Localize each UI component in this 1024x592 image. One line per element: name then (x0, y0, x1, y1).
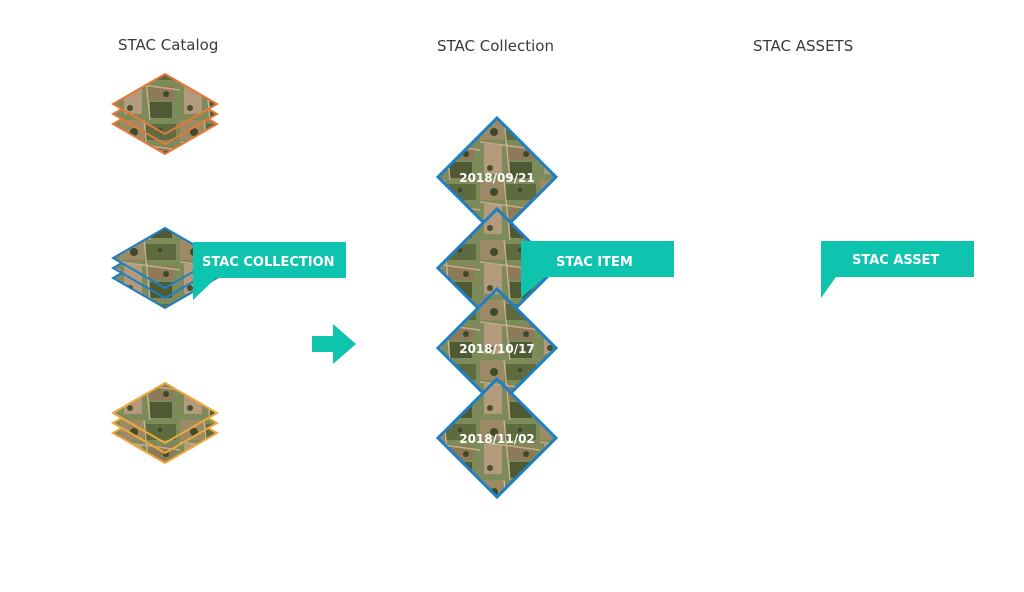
arrow-right-icon (312, 324, 356, 364)
stac-items-column: 2018/09/21 2018/10/17 2018/11/02 (435, 115, 559, 500)
stac-item-callout-label: STAC ITEM (556, 255, 633, 270)
catalog-column-title: STAC Catalog (118, 36, 218, 54)
catalog-collection-stack-amber (110, 381, 220, 465)
stac-collection-callout-label: STAC COLLECTION (202, 255, 335, 270)
stac-collection-callout: STAC COLLECTION (193, 242, 346, 300)
stac-item-diamond: 2018/11/02 (435, 376, 559, 500)
stack-layer (110, 72, 220, 136)
stac-asset-callout-shape (821, 241, 974, 298)
stac-item-date: 2018/10/17 (459, 342, 535, 356)
collection-column-title: STAC Collection (437, 37, 554, 55)
stac-asset-callout: STAC ASSET (821, 241, 974, 298)
stac-item-callout-shape (521, 241, 674, 298)
stac-collection-callout-shape (193, 242, 346, 300)
catalog-collection-stack-orange (110, 72, 220, 156)
stac-asset-callout-label: STAC ASSET (852, 253, 939, 268)
stac-item-date: 2018/09/21 (459, 171, 535, 185)
stac-item-callout: STAC ITEM (521, 241, 674, 298)
stac-item-date: 2018/11/02 (459, 432, 535, 446)
stac-item-image (435, 376, 559, 500)
stack-layer (110, 381, 220, 445)
assets-column-title: STAC ASSETS (753, 37, 853, 55)
